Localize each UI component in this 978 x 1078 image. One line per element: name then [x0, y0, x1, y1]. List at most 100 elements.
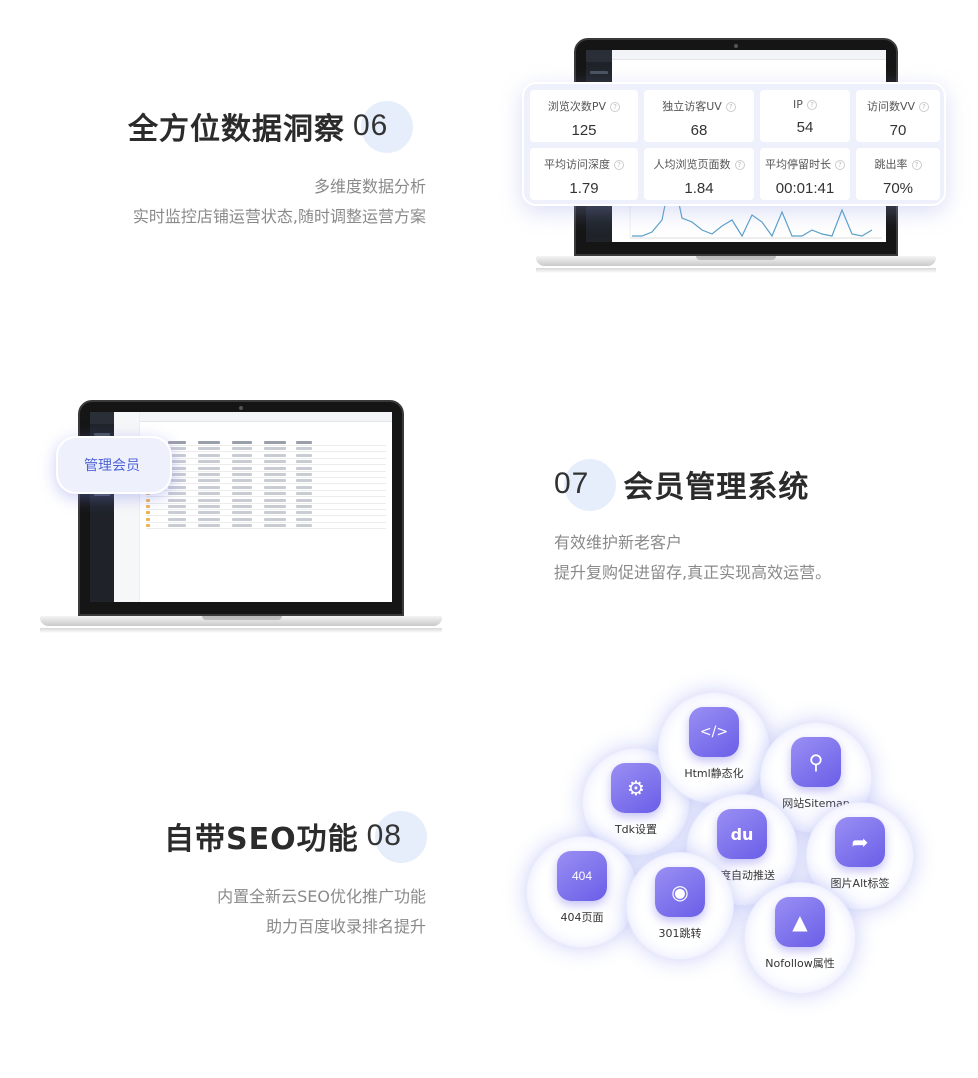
table-cell — [146, 517, 150, 521]
table-cell — [198, 473, 220, 476]
table-cell — [198, 447, 220, 451]
member-table — [146, 440, 386, 550]
table-cell — [168, 511, 186, 515]
table-cell — [264, 441, 286, 444]
gear-icon: ⚙ — [611, 763, 661, 813]
table-cell — [198, 505, 220, 508]
section-07-desc-line1: 有效维护新老客户 — [554, 533, 683, 552]
table-cell — [264, 485, 286, 489]
table-cell — [198, 441, 220, 444]
section-06-description: 多维度数据分析 实时监控店铺运营状态,随时调整运营方案 — [133, 172, 426, 232]
feature-301-redirect[interactable]: ◉ 301跳转 — [626, 852, 734, 960]
table-row — [146, 483, 386, 485]
table-cell — [296, 492, 312, 496]
stat-bounce-rate: 跳出率?70% — [856, 148, 940, 200]
table-cell — [296, 447, 312, 451]
section-08-title: 自带SEO功能 08 — [164, 811, 427, 863]
table-row — [146, 451, 386, 453]
table-row — [146, 521, 386, 523]
feature-404-page[interactable]: 404 404页面 — [526, 836, 638, 948]
stat-vv: 访问数VV?70 — [856, 90, 940, 142]
table-cell — [232, 447, 252, 451]
table-cell — [198, 460, 220, 464]
table-cell — [168, 485, 186, 489]
table-cell — [296, 473, 312, 476]
table-cell — [146, 498, 150, 502]
table-cell — [264, 511, 286, 515]
stat-uv: 独立访客UV?68 — [644, 90, 754, 142]
table-cell — [198, 524, 220, 528]
section-07-number: 07 — [554, 459, 616, 511]
table-cell — [296, 479, 312, 483]
table-cell — [296, 517, 312, 521]
table-cell — [168, 479, 186, 483]
table-cell — [198, 485, 220, 489]
feature-nofollow[interactable]: ▲ Nofollow属性 — [744, 882, 856, 994]
feature-tdk[interactable]: ⚙ Tdk设置 — [582, 748, 690, 856]
table-row — [146, 470, 386, 472]
table-cell — [232, 441, 252, 444]
table-cell — [232, 524, 252, 528]
stat-avg-duration: 平均停留时长?00:01:41 — [760, 148, 850, 200]
help-icon[interactable]: ? — [734, 160, 745, 170]
table-row — [146, 509, 386, 510]
table-cell — [146, 511, 150, 515]
table-cell — [232, 479, 252, 483]
table-row — [146, 464, 386, 466]
traffic-stats-card: 浏览次数PV?125 独立访客UV?68 IP?54 访问数VV?70 平均访问… — [522, 82, 946, 206]
section-06-title: 全方位数据洞察 06 — [128, 101, 413, 153]
help-icon[interactable]: ? — [725, 102, 736, 112]
table-cell — [264, 517, 286, 521]
table-cell — [296, 511, 312, 515]
share-arrow-icon: ➦ — [835, 817, 885, 867]
help-icon[interactable]: ? — [835, 160, 845, 170]
table-cell — [232, 453, 252, 457]
table-cell — [296, 485, 312, 489]
table-cell — [168, 524, 186, 528]
table-cell — [232, 466, 252, 470]
table-row — [146, 528, 386, 530]
table-row — [146, 496, 386, 498]
feature-html-static[interactable]: </> Html静态化 — [658, 692, 770, 804]
help-icon[interactable]: ? — [911, 160, 922, 170]
table-cell — [198, 466, 220, 470]
section-07-desc-line2: 提升复购促进留存,真正实现高效运营。 — [554, 563, 832, 582]
table-cell — [296, 466, 312, 470]
section-07-title: 07 会员管理系统 — [554, 459, 809, 511]
table-cell — [232, 505, 252, 508]
table-row — [146, 445, 386, 446]
section-06-title-text: 全方位数据洞察 — [128, 112, 345, 147]
stat-pv: 浏览次数PV?125 — [530, 90, 638, 142]
table-cell — [296, 505, 312, 508]
table-cell — [232, 511, 252, 515]
table-cell — [296, 441, 312, 444]
help-icon[interactable]: ? — [806, 100, 817, 110]
table-cell — [232, 498, 252, 502]
sitemap-search-icon: ⚲ — [791, 737, 841, 787]
table-cell — [296, 524, 312, 528]
help-icon[interactable]: ? — [610, 102, 621, 112]
table-row — [146, 502, 386, 504]
table-cell — [198, 479, 220, 483]
table-row — [146, 515, 386, 517]
help-icon[interactable]: ? — [919, 102, 930, 112]
table-cell — [168, 492, 186, 496]
section-08-description: 内置全新云SEO优化推广功能 助力百度收录排名提升 — [217, 882, 426, 942]
table-cell — [264, 479, 286, 483]
table-cell — [168, 441, 186, 444]
table-cell — [232, 517, 252, 521]
help-icon[interactable]: ? — [614, 160, 624, 170]
table-cell — [168, 447, 186, 451]
section-07-description: 有效维护新老客户 提升复购促进留存,真正实现高效运营。 — [554, 528, 831, 588]
section-06-number: 06 — [353, 101, 413, 153]
section-08-title-text: 自带SEO功能 — [164, 822, 359, 857]
table-cell — [168, 505, 186, 508]
manage-members-tab[interactable]: 管理会员 — [56, 436, 172, 494]
table-row — [146, 477, 386, 478]
table-cell — [264, 492, 286, 496]
table-cell — [264, 524, 286, 528]
table-cell — [168, 460, 186, 464]
table-cell — [264, 447, 286, 451]
table-cell — [198, 453, 220, 457]
table-row — [146, 457, 386, 459]
